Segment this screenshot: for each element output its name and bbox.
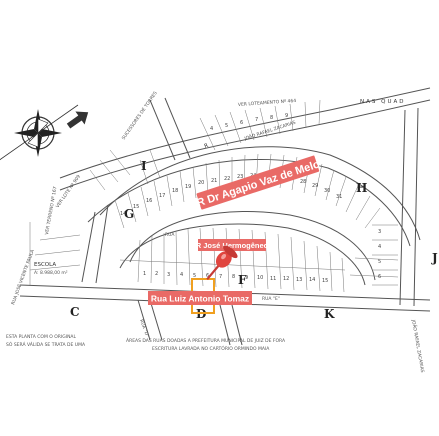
block-letter-g: G <box>124 207 134 221</box>
svg-text:3: 3 <box>378 229 381 235</box>
block-letter-h: H <box>356 181 367 195</box>
svg-text:7: 7 <box>219 274 222 280</box>
svg-text:8: 8 <box>270 115 273 121</box>
svg-text:12: 12 <box>283 276 289 282</box>
rua-d-label: RUA "D" <box>138 319 150 338</box>
svg-text:5: 5 <box>378 259 381 265</box>
svg-text:11: 11 <box>270 276 276 282</box>
north-arrow-icon <box>66 111 89 129</box>
svg-text:2: 2 <box>155 271 158 277</box>
note-left-2: SÓ SERÁ VÁLIDA SE TRATA DE UMA <box>6 341 86 348</box>
svg-text:30: 30 <box>324 188 330 194</box>
svg-text:4: 4 <box>210 126 213 132</box>
svg-text:20: 20 <box>198 180 204 186</box>
ver-lote-label: VER LOTE Nº 909 <box>55 174 82 209</box>
block-letter-c: C <box>70 305 80 319</box>
block-letter-j: J <box>431 251 438 265</box>
block-letter-f: F <box>238 273 247 287</box>
svg-text:6: 6 <box>206 273 209 279</box>
svg-text:14: 14 <box>120 211 126 217</box>
svg-text:13: 13 <box>296 277 302 283</box>
svg-text:8: 8 <box>232 274 235 280</box>
note-center-2: ESCRITURA LAVRADA NO CARTÓRIO ORMINDO MA… <box>152 345 270 352</box>
rua-label: RUA <box>165 232 175 238</box>
svg-text:21: 21 <box>211 178 217 184</box>
svg-text:14: 14 <box>309 277 315 283</box>
svg-text:5: 5 <box>193 273 196 279</box>
svg-text:22: 22 <box>224 176 230 182</box>
svg-text:10: 10 <box>257 275 263 281</box>
block-letter-k: K <box>324 307 335 321</box>
svg-text:23: 23 <box>237 174 243 180</box>
svg-text:18: 18 <box>172 188 178 194</box>
svg-text:16: 16 <box>146 198 152 204</box>
road-outlines <box>19 87 431 346</box>
svg-text:29: 29 <box>312 183 318 189</box>
svg-text:5: 5 <box>225 123 228 129</box>
block-letter-i: I <box>141 159 147 173</box>
sucessores-label: SUCESSORES DE TORRES <box>121 90 159 141</box>
svg-text:Rua Luiz Antonio Tomaz: Rua Luiz Antonio Tomaz <box>151 294 249 304</box>
svg-text:4: 4 <box>180 272 183 278</box>
svg-text:28: 28 <box>300 179 306 185</box>
svg-text:6: 6 <box>240 120 243 126</box>
r-letter-label: R <box>204 143 210 150</box>
rua-e-label: RUA "E" <box>262 296 280 302</box>
escola-label: ESCOLA <box>34 262 56 268</box>
vicente-label: RUA JOSÉ VICENTE PAULA <box>8 247 36 305</box>
compass-rose-icon <box>0 104 79 161</box>
note-center-1: ÁREAS DAS RUAS DOADAS A PREFEITURA MUNIC… <box>126 337 286 344</box>
svg-text:7: 7 <box>255 117 258 123</box>
location-pin-icon[interactable] <box>200 243 239 285</box>
svg-text:9: 9 <box>285 113 288 119</box>
nas-quadra-label: NAS QUAD <box>360 99 405 105</box>
svg-text:3: 3 <box>167 272 170 278</box>
svg-text:6: 6 <box>378 274 381 280</box>
svg-text:9: 9 <box>245 275 248 281</box>
joao-rafael-right-label: JOÃO RAFAEL ZACARIAS <box>410 318 426 373</box>
svg-text:4: 4 <box>378 244 381 250</box>
street-label-secondary: R José Hermogêneo <box>196 239 269 251</box>
svg-text:1: 1 <box>143 271 146 277</box>
svg-text:31: 31 <box>336 194 342 200</box>
svg-text:15: 15 <box>322 278 328 284</box>
svg-text:17: 17 <box>159 193 165 199</box>
lotes-top-label: VER LOTEAMENTO Nº 464 <box>238 98 297 108</box>
lot-lines <box>29 99 399 293</box>
note-left-1: ESTA PLANTA COM O ORIGINAL <box>6 334 77 340</box>
ver-terreno-label: VER TERRENO Nº 167 <box>44 186 58 235</box>
escola-area-label: A: 8.988,00 m² <box>34 270 68 276</box>
svg-text:19: 19 <box>185 184 191 190</box>
street-label-bottom: Rua Luiz Antonio Tomaz <box>148 291 252 305</box>
svg-text:R José Hermogêneo: R José Hermogêneo <box>196 241 269 250</box>
svg-text:15: 15 <box>133 204 139 210</box>
